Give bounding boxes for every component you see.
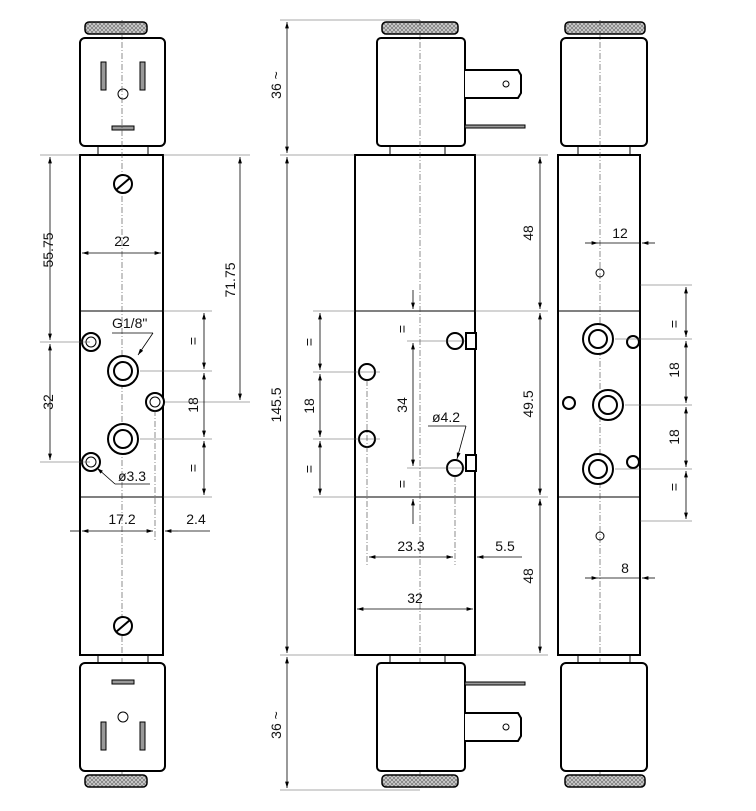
dim-left-spacing: 18 [301,398,317,414]
rear-view: 12 = 18 18 = 8 [557,20,692,790]
dim-center-spacing: 18 [185,397,201,413]
screw-icon [117,88,129,100]
dim-equal-bottom: = [666,483,682,491]
dim-spacing-2: 18 [666,429,682,445]
dim-equal-top: = [666,320,682,328]
dim-center-spacing: 34 [394,397,410,413]
bottom-coil [79,654,166,788]
dim-coil-top: 36 ~ [268,71,284,99]
connector-pin [100,61,107,91]
dim-width: 32 [407,590,423,606]
dim-total-height: 145.5 [268,387,284,422]
dim-spacing-1: 18 [666,362,682,378]
thread-label: G1/8" [112,315,147,331]
bottom-coil [560,654,648,788]
dim-upper-body: 48 [520,225,536,241]
dim-equal-center-top: = [394,325,410,333]
connector-pin [139,61,146,91]
dim-edge-offset: 5.5 [495,538,515,554]
bottom-coil [376,654,526,788]
dim-equal-top: = [185,337,201,345]
dim-upper-height: 55.75 [40,232,56,267]
mount-hole-label: ø3.3 [118,468,146,484]
dim-hole-offset: 17.2 [108,511,135,527]
connector-tab [465,69,522,99]
dim-hole-offset: 23.3 [397,538,424,554]
dim-equal-bottom: = [185,464,201,472]
port-holes [81,332,165,472]
dim-mid-body: 49.5 [520,390,536,417]
dim-coil-bottom: 36 ~ [268,711,284,739]
dim-port-spacing: 32 [40,394,56,410]
top-coil [79,21,166,156]
side-view: 36 ~ 145.5 36 ~ 48 49.5 48 = 18 = = 34 =… [268,19,548,791]
dim-top-hole-offset: 12 [612,225,628,241]
dim-equal-left-bottom: = [301,465,317,473]
front-view: 55.75 32 22 71.75 = 18 = G1/8" ø3.3 17.2… [40,20,250,790]
dim-equal-left-top: = [301,338,317,346]
dim-edge-offset: 2.4 [186,511,206,527]
dim-lower-body: 48 [520,568,536,584]
manual-override-screw [113,174,133,194]
top-coil [376,21,526,156]
manual-override-screw [113,616,133,636]
top-coil [560,21,648,156]
dim-width: 22 [114,233,130,249]
valve-body [354,154,476,656]
dim-equal-center-bottom: = [394,480,410,488]
dim-coil-offset: 71.75 [222,262,238,297]
ground-pin [111,125,135,131]
mount-hole-label: ø4.2 [432,409,460,425]
dim-bottom-hole-offset: 8 [621,560,629,576]
